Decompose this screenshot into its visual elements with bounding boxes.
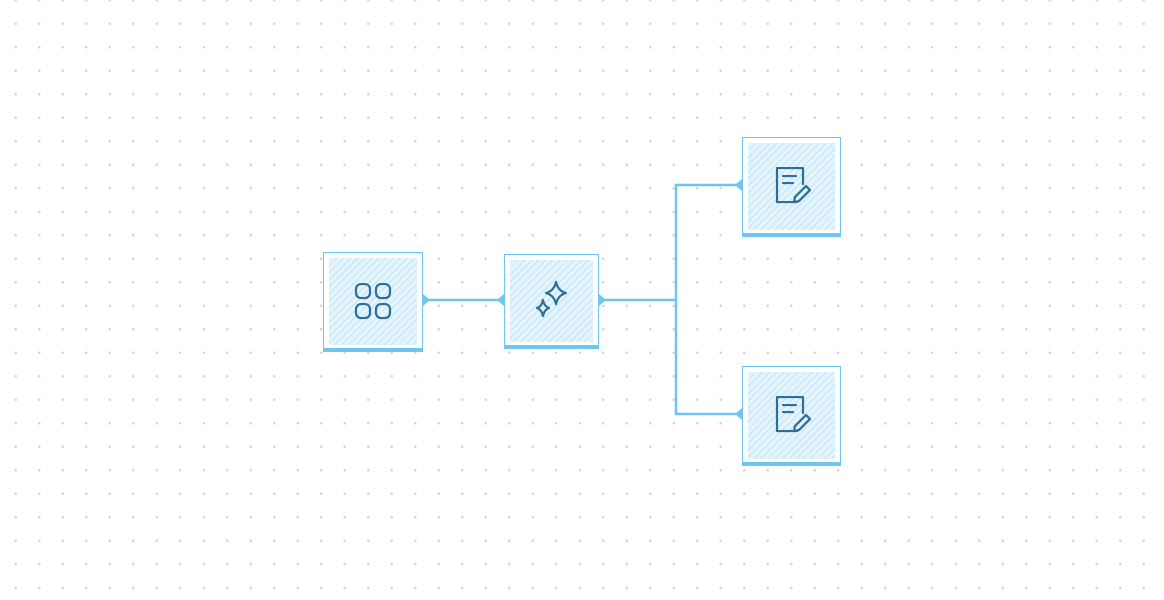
sparkles-icon (528, 276, 576, 324)
node-ai[interactable] (504, 254, 599, 349)
node-apps-body (329, 258, 417, 345)
node-document-bottom-body (748, 372, 835, 459)
node-apps[interactable] (323, 252, 423, 352)
node-document-top[interactable] (742, 137, 841, 237)
apps-grid-icon (349, 277, 397, 325)
node-document-bottom[interactable] (742, 366, 841, 466)
document-edit-icon (768, 162, 816, 210)
node-ai-body (510, 260, 593, 342)
node-document-top-body (748, 143, 835, 230)
document-edit-icon (768, 391, 816, 439)
